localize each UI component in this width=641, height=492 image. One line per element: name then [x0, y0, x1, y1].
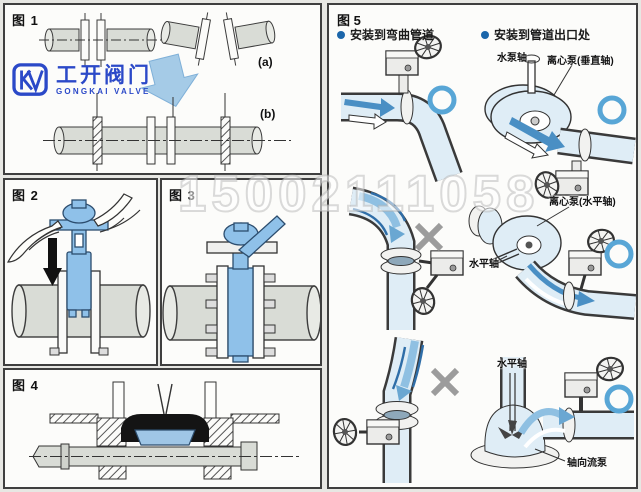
annotation-centrifugal-horizontal: 离心泵(水平轴) — [549, 197, 616, 208]
down-arrow-icon — [139, 53, 199, 107]
fig3-label: 图 3 — [169, 188, 196, 203]
leader-line — [553, 64, 573, 96]
misaligned-pipes-diagram — [160, 12, 276, 66]
fig2-valve-insertion-illustration — [6, 193, 151, 356]
leader-line — [494, 255, 508, 263]
annotation-centrifugal-vertical: 离心泵(垂直轴) — [547, 56, 614, 67]
section-title: 安装到弯曲管道 — [350, 28, 435, 42]
aligned-pipes-diagram — [39, 13, 161, 67]
down-arrow-icon — [43, 238, 62, 286]
correct-mark-icon — [600, 98, 624, 122]
butterfly-valve-illustration — [49, 199, 109, 318]
flow-arrow-icon — [344, 98, 395, 117]
fig1-tag-a: (a) — [258, 55, 273, 69]
section-bend-piping: 安装到弯曲管道 — [337, 26, 434, 43]
logo-kv-icon — [12, 63, 48, 96]
incorrect-mark-icon — [433, 370, 457, 394]
case-outlet-vertical-pump-correct — [484, 54, 636, 203]
fig3-valve-installed-illustration — [162, 215, 320, 363]
flow-arrow-icon — [509, 117, 565, 152]
correct-mark-icon — [607, 242, 631, 266]
flow-arrow-icon — [527, 263, 582, 301]
annotation-horizontal-axis-bottom: 水平轴 — [497, 359, 527, 370]
butterfly-valve-illustration — [206, 215, 286, 363]
panel-fig5: 图 5 安装到弯曲管道 安装到管道出口处 — [327, 3, 638, 489]
brand-logo: 工开阀门 GONGKAI VALVE — [12, 63, 152, 97]
section-title: 安装到管道出口处 — [494, 28, 591, 42]
annotation-horizontal-axis-mid: 水平轴 — [469, 259, 499, 270]
valve-seat-section — [121, 414, 209, 446]
annotation-pump-shaft: 水泵轴 — [497, 53, 527, 64]
flow-arrow-icon — [517, 408, 563, 435]
bolt-section — [29, 441, 299, 471]
case-bend-vertical-incorrect — [348, 186, 464, 330]
case-outlet-horizontal-pump-correct — [468, 205, 636, 320]
bullet-icon — [337, 30, 345, 39]
case-bend-vertical-incorrect-2 — [330, 336, 457, 483]
case-bend-horizontal-correct — [341, 31, 463, 182]
annotation-axial-flow-pump: 轴向流泵 — [567, 458, 607, 469]
flow-arrow-icon — [358, 192, 401, 229]
leader-line — [534, 448, 566, 462]
flow-arrow-outline-icon — [523, 427, 566, 449]
fig1-flange-alignment-illustration — [39, 12, 291, 171]
flow-arrow-outline-icon — [348, 113, 387, 130]
case-outlet-axial-pump-correct — [470, 353, 634, 469]
section-pipe-outlet: 安装到管道出口处 — [481, 26, 590, 43]
brand-name-cn: 工开阀门 — [56, 63, 152, 87]
panel-fig1: 图 1 — [3, 3, 322, 175]
flow-arrow-icon — [400, 340, 419, 389]
fig5-installation-cases-illustration — [330, 31, 636, 483]
valve-handle — [237, 215, 286, 258]
leader-line — [536, 206, 570, 227]
correct-mark-icon — [430, 88, 454, 112]
panel-fig2: 图 2 — [3, 178, 158, 366]
bullet-icon — [481, 30, 489, 39]
spaced-flanges-diagram — [43, 93, 291, 171]
fig1-label: 图 1 — [12, 13, 39, 28]
brand-name-en: GONGKAI VALVE — [56, 86, 151, 96]
panel-fig3: 图 3 — [160, 178, 322, 366]
correct-mark-icon — [607, 387, 631, 411]
fig2-label: 图 2 — [12, 188, 39, 203]
fig1-tag-b: (b) — [260, 107, 276, 121]
hands-illustration — [6, 193, 141, 263]
flow-arrow-outline-icon — [504, 131, 550, 159]
fig4-seat-section-illustration — [29, 381, 299, 480]
fig4-label: 图 4 — [12, 378, 39, 393]
fig5-label: 图 5 — [337, 13, 361, 28]
panel-fig4: 图 4 — [3, 368, 322, 489]
incorrect-mark-icon — [417, 225, 441, 249]
flange-plates — [49, 270, 109, 356]
